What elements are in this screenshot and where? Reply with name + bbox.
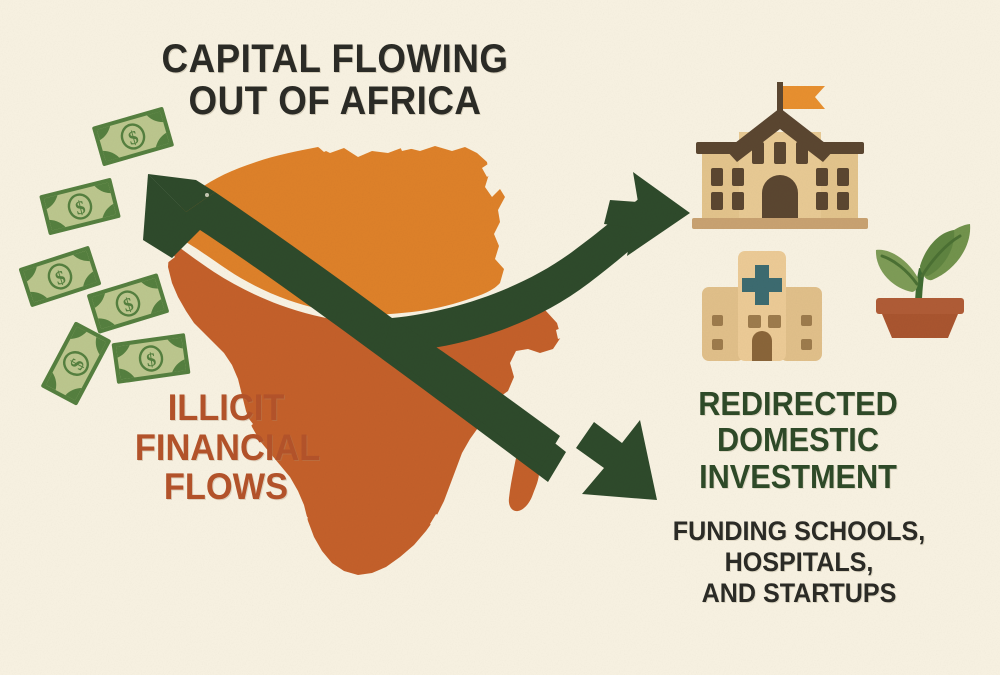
hospital-window: [748, 315, 761, 328]
school-window: [837, 168, 849, 186]
illicit-financial-flows-label: ILLICIT FINANCIAL FLOWS: [134, 387, 321, 508]
hospital-window: [801, 339, 812, 350]
school-door: [762, 175, 798, 218]
school-base: [692, 218, 868, 229]
school-window: [774, 142, 786, 164]
potted-plant-icon: [875, 224, 971, 338]
flag-icon: [783, 86, 825, 109]
hospital-window: [712, 315, 723, 326]
hospital-building-icon: [702, 251, 822, 361]
illicit-line-2: FINANCIAL: [134, 426, 321, 468]
hospital-window: [801, 315, 812, 326]
school-building-icon: [692, 82, 868, 229]
redirected-subtitle: FUNDING SCHOOLS, HOSPITALS, AND STARTUPS: [651, 516, 947, 608]
redirected-sub-line-3: AND STARTUPS: [701, 577, 897, 608]
redirected-sub-line-2: HOSPITALS,: [724, 546, 874, 577]
school-window: [732, 192, 744, 210]
redirected-sub-line-1: FUNDING SCHOOLS,: [672, 516, 926, 546]
school-window: [816, 192, 828, 210]
school-window: [711, 192, 723, 210]
redirected-line-3: INVESTMENT: [699, 457, 897, 495]
pot-body: [882, 314, 958, 338]
illicit-line-3: FLOWS: [163, 466, 289, 508]
school-window: [732, 168, 744, 186]
arrow-redirect-upper-right: [392, 172, 690, 352]
school-window: [816, 168, 828, 186]
school-window: [711, 168, 723, 186]
hospital-window: [712, 339, 723, 350]
page-title: CAPITAL FLOWING OUT OF AFRICA: [156, 38, 515, 123]
pot-rim: [876, 298, 964, 314]
headline-line-1: CAPITAL FLOWING: [161, 37, 509, 81]
school-window: [796, 142, 808, 164]
school-window: [752, 142, 764, 164]
hospital-door: [752, 331, 772, 361]
illicit-line-1: ILLICIT: [167, 387, 285, 428]
arrow-redirect-lower-right: [382, 318, 657, 500]
redirected-line-2: DOMESTIC: [717, 421, 879, 459]
headline-line-2: OUT OF AFRICA: [188, 79, 482, 124]
school-window: [837, 192, 849, 210]
redirected-line-1: REDIRECTED: [698, 385, 898, 422]
redirected-domestic-investment-label: REDIRECTED DOMESTIC INVESTMENT: [659, 385, 938, 495]
hospital-window: [768, 315, 781, 328]
